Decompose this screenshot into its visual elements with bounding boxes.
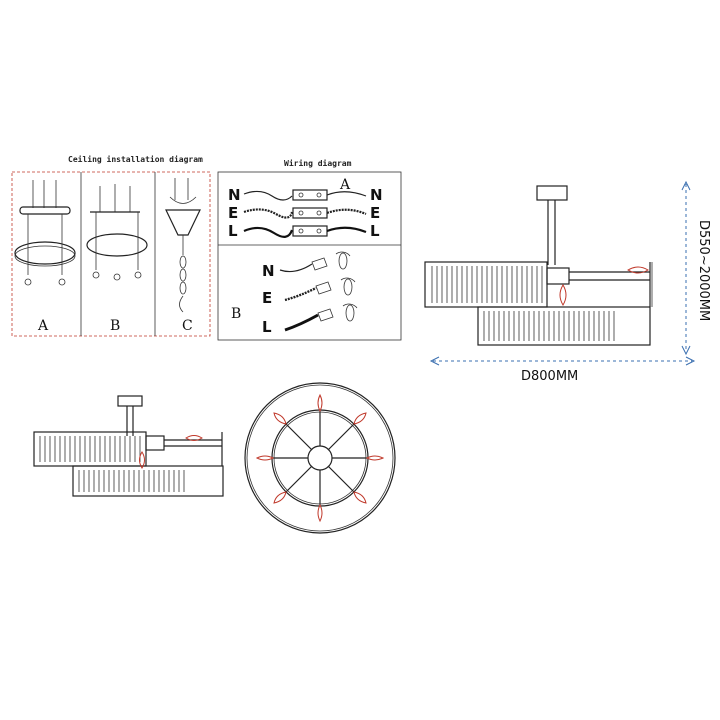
wire-e-right: E xyxy=(370,204,380,222)
bulb-icon xyxy=(185,435,203,441)
wiring-diagram-title: Wiring diagram xyxy=(284,158,352,168)
side-view xyxy=(33,395,224,497)
wiring-label-b: B xyxy=(231,306,241,322)
bulb-icon xyxy=(353,491,367,504)
bulb-icon xyxy=(317,393,323,413)
wiring-panel: A N E L N E L B N E L xyxy=(217,171,402,341)
bulb-icon xyxy=(139,451,145,469)
wire-n-right: N xyxy=(370,186,383,204)
ceiling-step-a: A xyxy=(14,180,76,334)
bulb-icon xyxy=(627,266,649,274)
panel-label-c: C xyxy=(182,318,193,334)
wire-e-left: E xyxy=(228,204,238,222)
wire-l-left: L xyxy=(228,222,238,240)
top-view xyxy=(244,382,396,534)
ceiling-step-c: C xyxy=(165,178,201,334)
wire-n-b: N xyxy=(262,262,275,280)
wire-n-left: N xyxy=(228,186,241,204)
panel-label-b: B xyxy=(110,318,120,334)
wire-l-b: L xyxy=(262,318,272,336)
outer-ring xyxy=(244,382,396,534)
hub xyxy=(145,435,165,451)
width-dimension-label: D800MM xyxy=(521,369,578,384)
bulb-icon xyxy=(365,455,385,461)
ceiling-canopy xyxy=(536,185,568,201)
bulb-icon xyxy=(559,284,567,306)
wire-e-b: E xyxy=(262,289,272,307)
bulb-icon xyxy=(273,491,287,504)
upper-tier xyxy=(424,261,548,308)
ceiling-diagram-title: Ceiling installation diagram xyxy=(68,154,203,164)
bulb-icon xyxy=(353,412,367,425)
height-dimension-label: D550~2000MM xyxy=(696,220,711,321)
lower-tier xyxy=(72,465,224,497)
bulb-icon xyxy=(273,412,287,425)
side-view-dimensioned: D550~2000MM D800MM xyxy=(424,180,711,384)
wiring-label-a: A xyxy=(339,177,351,193)
panel-label-a: A xyxy=(37,318,49,334)
terminal-block xyxy=(292,225,328,237)
ceiling-step-b: B xyxy=(86,184,148,334)
ceiling-installation-panel: A B C xyxy=(11,171,211,337)
wire-l-right: L xyxy=(370,222,380,240)
ceiling-panel-frame xyxy=(11,171,211,337)
lower-tier xyxy=(477,306,651,346)
terminal-block xyxy=(292,189,328,201)
bulb-icon xyxy=(255,455,275,461)
hub xyxy=(546,267,570,285)
terminal-block xyxy=(292,207,328,219)
bulb-icon xyxy=(317,503,323,523)
wiring-panel-frame xyxy=(217,171,402,341)
